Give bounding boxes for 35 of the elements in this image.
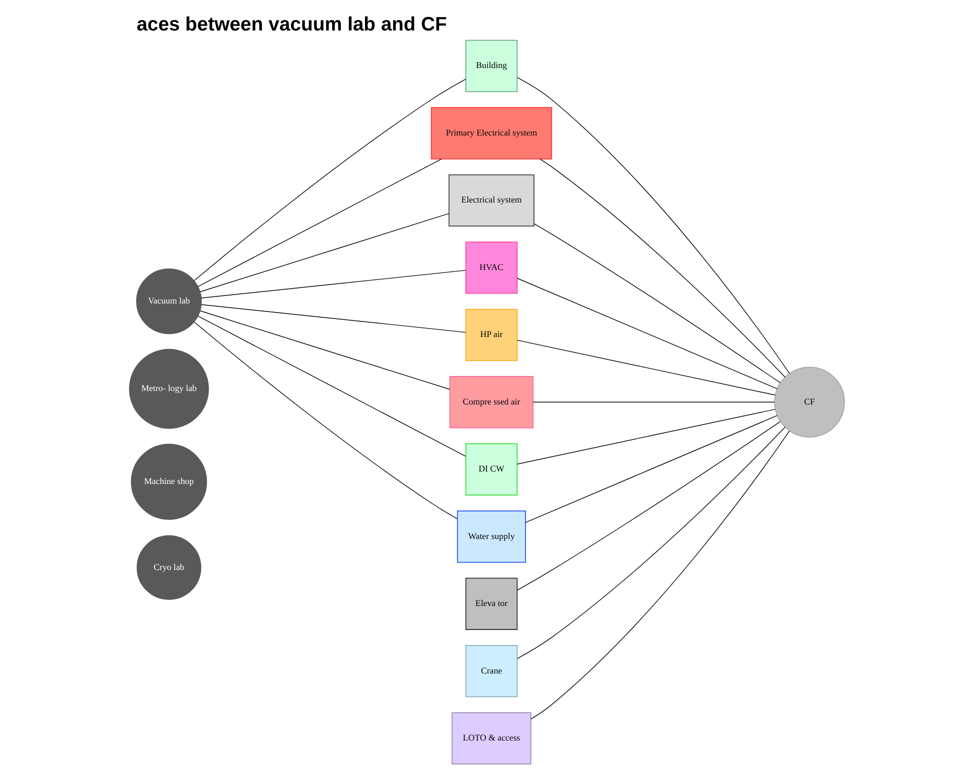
connector xyxy=(516,426,785,659)
node-box: Electrical system xyxy=(448,174,534,227)
node-box: LOTO & access xyxy=(451,712,531,764)
connector xyxy=(193,78,466,281)
node-circle: CF xyxy=(774,366,844,438)
connector xyxy=(539,158,785,378)
connector xyxy=(516,408,775,464)
node-box: Crane xyxy=(464,644,518,698)
connector xyxy=(530,430,790,720)
node-box: Eleva tor xyxy=(464,578,518,630)
node-box: Primary Electrical system xyxy=(430,107,552,160)
node-box: Building xyxy=(464,40,518,92)
connector xyxy=(516,421,780,590)
node-box: HVAC xyxy=(464,242,518,294)
node-box: Compre ssed air xyxy=(448,376,534,428)
node-circle: Metro- logy lab xyxy=(128,348,208,429)
node-circle: Cryo lab xyxy=(136,535,201,600)
connector xyxy=(516,340,775,396)
connector xyxy=(524,415,777,523)
connector xyxy=(200,270,466,298)
connector xyxy=(200,304,466,333)
connector xyxy=(199,310,450,390)
diagram-title: aces between vacuum lab and CF xyxy=(136,13,446,36)
connector xyxy=(533,223,780,383)
node-box: DI CW xyxy=(464,443,518,496)
connector xyxy=(199,213,449,292)
node-circle: Vacuum lab xyxy=(136,268,202,334)
connector xyxy=(193,322,458,520)
node-box: HP air xyxy=(464,308,518,362)
node-circle: Machine shop xyxy=(130,444,207,520)
node-box: Water supply xyxy=(456,510,526,563)
connector xyxy=(516,278,777,390)
connector xyxy=(516,77,790,374)
connector xyxy=(197,316,466,457)
connector xyxy=(197,158,442,287)
